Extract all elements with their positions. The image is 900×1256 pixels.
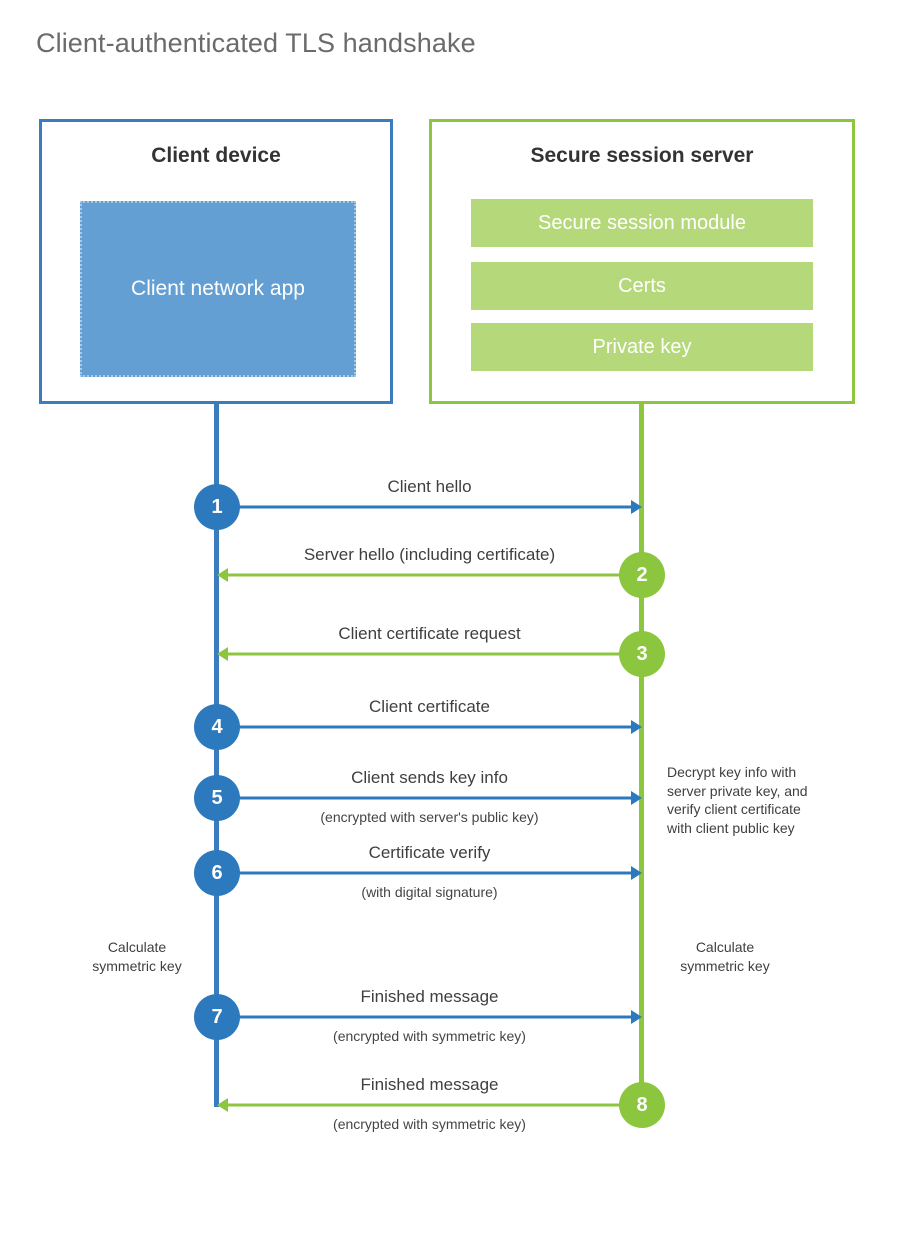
client-calc-note: Calculate symmetric key bbox=[92, 939, 182, 974]
server-component-certs: Certs bbox=[471, 262, 813, 310]
server-decrypt-note: Decrypt key info with server private key… bbox=[667, 764, 808, 836]
message-label-6: Certificate verify bbox=[368, 843, 491, 862]
message-sublabel-8: (encrypted with symmetric key) bbox=[333, 1116, 526, 1132]
server-component-secure-session-module: Secure session module bbox=[471, 199, 813, 247]
step-circle-5: 5 bbox=[194, 775, 240, 821]
message-sublabel-6: (with digital signature) bbox=[361, 884, 498, 900]
message-label-2: Server hello (including certificate) bbox=[303, 545, 556, 564]
step-circle-2: 2 bbox=[619, 552, 665, 598]
step-circle-6: 6 bbox=[194, 850, 240, 896]
step-circle-4: 4 bbox=[194, 704, 240, 750]
server-component-private-key: Private key bbox=[471, 323, 813, 371]
message-sublabel-5: (encrypted with server's public key) bbox=[320, 809, 539, 825]
message-label-3: Client certificate request bbox=[338, 624, 521, 643]
message-sublabel-7: (encrypted with symmetric key) bbox=[333, 1028, 526, 1044]
server-calc-note: Calculate symmetric key bbox=[680, 939, 770, 974]
step-circle-3: 3 bbox=[619, 631, 665, 677]
message-label-1: Client hello bbox=[387, 477, 472, 496]
page-title: Client-authenticated TLS handshake bbox=[36, 28, 476, 58]
client-network-app-block: Client network app bbox=[80, 201, 356, 377]
step-circle-7: 7 bbox=[194, 994, 240, 1040]
step-circle-8: 8 bbox=[619, 1082, 665, 1128]
secure-session-server-title: Secure session server bbox=[530, 144, 754, 167]
message-label-8: Finished message bbox=[360, 1075, 499, 1094]
message-label-4: Client certificate bbox=[369, 697, 490, 716]
client-device-box: Client device Client network app bbox=[39, 119, 393, 404]
step-circle-1: 1 bbox=[194, 484, 240, 530]
message-label-7: Finished message bbox=[360, 987, 499, 1006]
message-label-5: Client sends key info bbox=[351, 768, 508, 787]
secure-session-server-box: Secure session server Secure session mod… bbox=[429, 119, 855, 404]
client-lifeline bbox=[214, 404, 219, 1107]
server-lifeline bbox=[639, 404, 644, 1106]
client-device-title: Client device bbox=[151, 144, 281, 167]
